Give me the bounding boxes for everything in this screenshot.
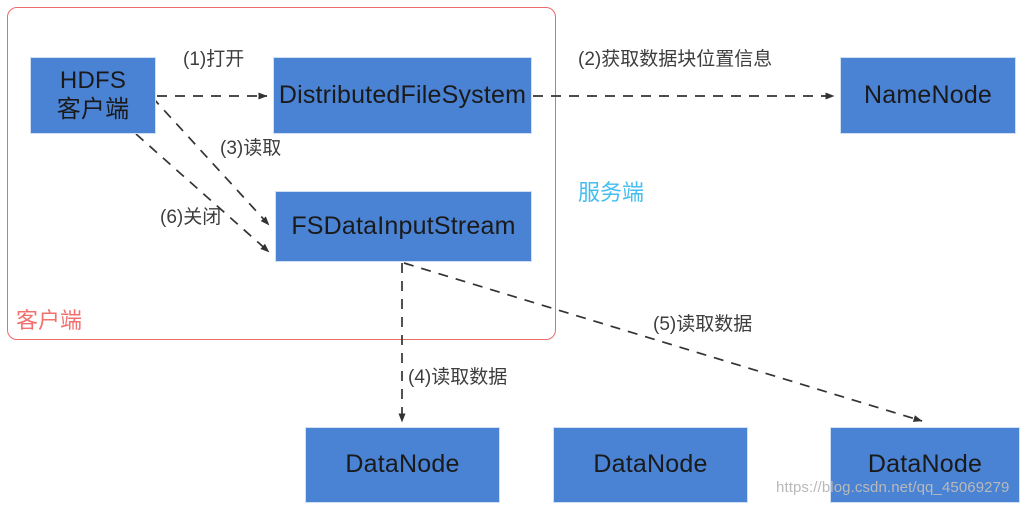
node-datanode-2[interactable]: DataNode <box>553 427 748 503</box>
edge-label-step-6: (6)关闭 <box>160 207 222 228</box>
node-label: DataNode <box>593 450 708 479</box>
edge-label-step-4: (4)读取数据 <box>408 367 508 388</box>
client-zone-boundary <box>7 7 556 340</box>
node-datanode-1[interactable]: DataNode <box>305 427 500 503</box>
edge-label-step-1: (1)打开 <box>183 49 245 70</box>
node-label-line2: 客户端 <box>56 95 130 123</box>
zone-label-client: 客户端 <box>16 308 83 333</box>
node-hdfs-client[interactable]: HDFS 客户端 <box>30 57 156 134</box>
node-fsdatainputstream[interactable]: FSDataInputStream <box>275 191 532 262</box>
edge-label-step-5: (5)读取数据 <box>653 314 753 335</box>
node-label: NameNode <box>863 80 993 109</box>
node-distributed-file-system[interactable]: DistributedFileSystem <box>273 57 532 134</box>
node-namenode[interactable]: NameNode <box>840 57 1016 134</box>
node-datanode-3[interactable]: DataNode <box>830 427 1020 503</box>
node-label: FSDataInputStream <box>291 211 516 240</box>
node-label-line1: HDFS <box>59 67 127 95</box>
node-label: DataNode <box>867 450 983 479</box>
node-label: DataNode <box>345 450 460 479</box>
node-label: DistributedFileSystem <box>278 80 527 109</box>
edge-label-step-3: (3)读取 <box>220 138 282 159</box>
zone-label-server: 服务端 <box>578 180 645 205</box>
watermark-text: https://blog.csdn.net/qq_45069279 <box>776 479 1010 496</box>
edge-label-step-2: (2)获取数据块位置信息 <box>578 49 773 70</box>
